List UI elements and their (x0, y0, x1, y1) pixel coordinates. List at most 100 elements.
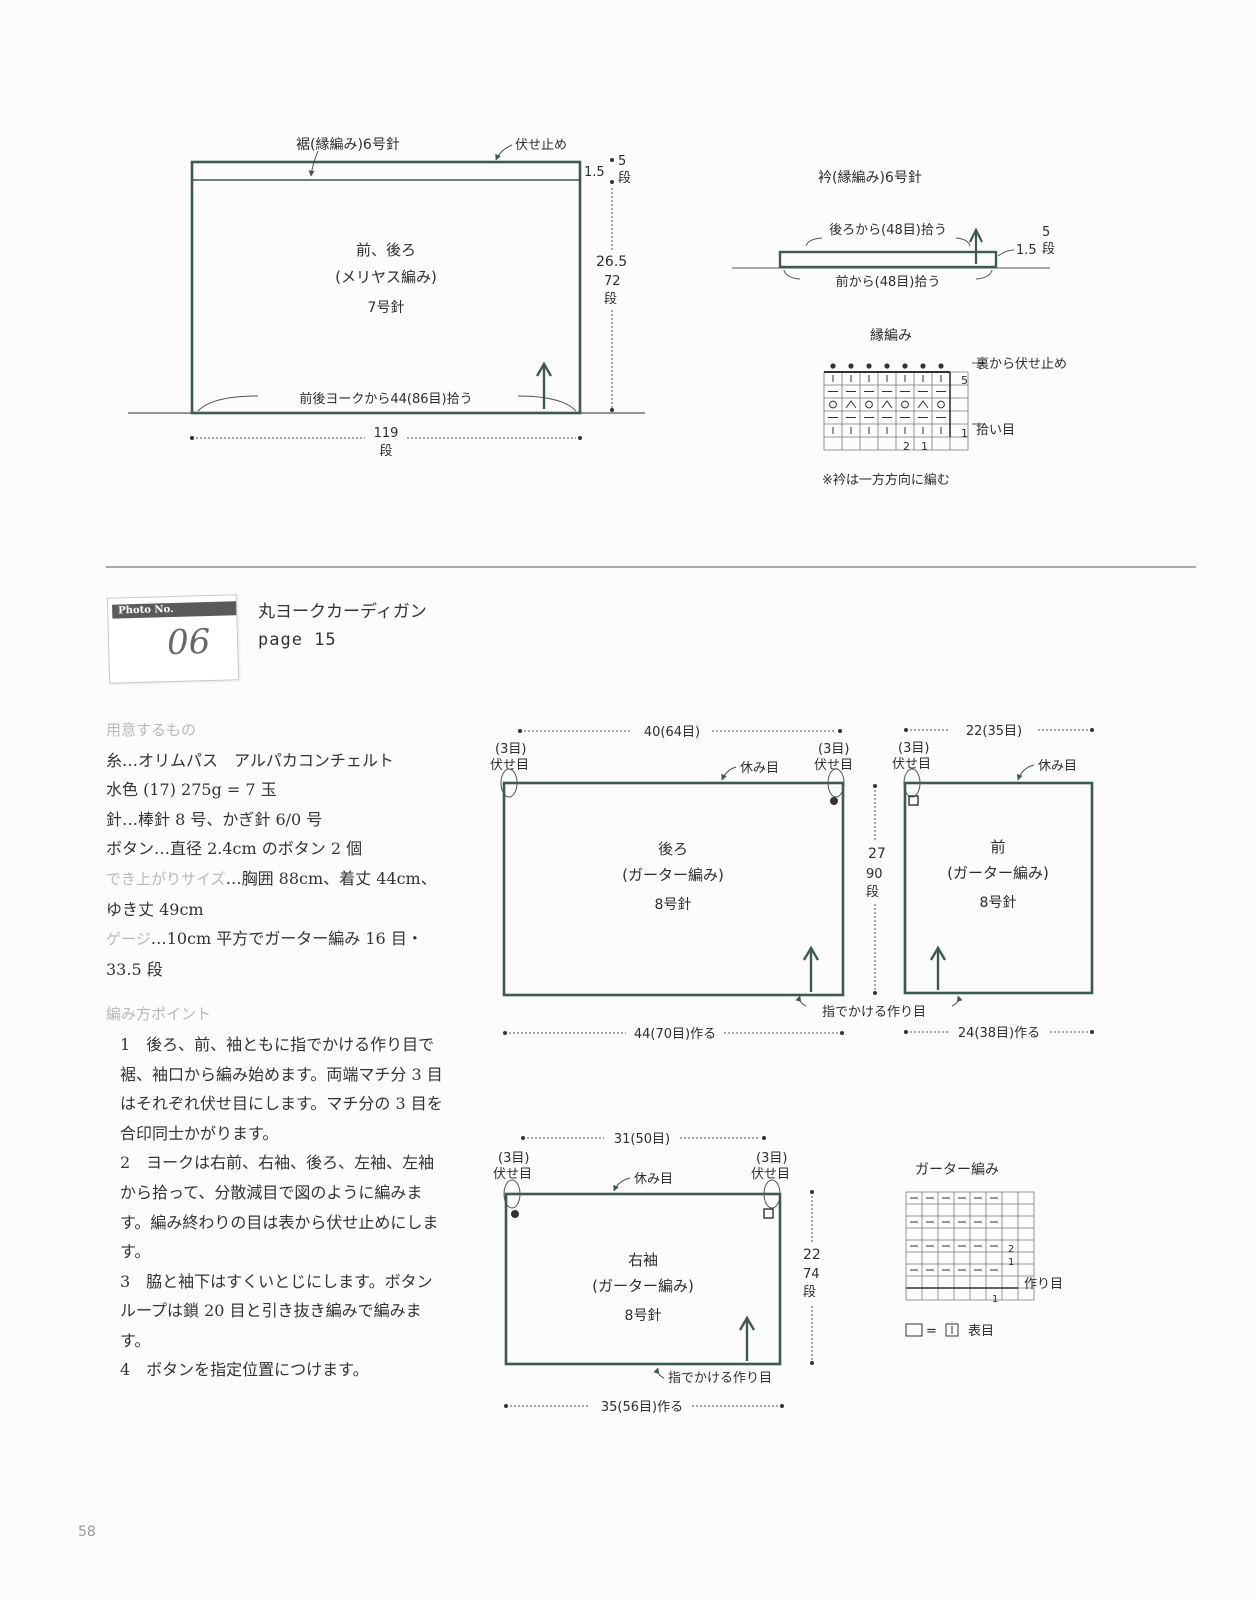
collar-pickup-back: 後ろから(48目)拾う (829, 223, 947, 238)
collar-rows: 5 (1042, 225, 1050, 240)
back-corner-left-count: (3目) (495, 742, 526, 757)
body-height-rows-unit: 段 (604, 292, 617, 307)
edge-pickup-note: 拾い目 (976, 423, 1015, 438)
page-reference: page 15 (258, 630, 337, 650)
back-bottom-width: 44(70目)作る (634, 1027, 716, 1042)
front-needle: 8号針 (980, 895, 1017, 911)
garter-stitch-chart: ガーター編み 2 1 1 作り目 = 表目 (905, 1162, 1063, 1339)
garter-chart-title: ガーター編み (915, 1162, 999, 1178)
front-corner-label: 伏せ目 (892, 757, 931, 772)
edge-bindoff-note: 裏から伏せ止め (976, 357, 1067, 372)
back-schematic: 40(64目) (3目) 伏せ目 (3目) 伏せ目 休み目 後ろ (ガーター編み… (490, 725, 963, 1042)
materials-color: 水色 (17) 275g = 7 玉 (106, 780, 277, 800)
pattern-title: 丸ヨークカーディガン (258, 602, 427, 622)
sleeve-corner-left-count: (3目) (498, 1151, 529, 1166)
body-width-rows-unit: 段 (379, 444, 392, 459)
page-number: 58 (78, 1524, 96, 1540)
collar-pickup-front: 前から(48目)拾う (836, 274, 941, 290)
materials-needles: 針…棒針 8 号、かぎ針 6/0 号 (106, 809, 323, 829)
sleeve-caston-label: 指でかける作り目 (668, 1371, 772, 1386)
body-border-rows-unit: 段 (618, 171, 631, 186)
garter-row-1: 1 (1008, 1257, 1014, 1268)
back-stitch: (ガーター編み) (622, 866, 724, 884)
back-corner-right-label: 伏せ目 (814, 758, 853, 773)
points-heading: 編み方ポイント (106, 1005, 212, 1024)
front-bottom-width: 24(38目)作る (958, 1026, 1040, 1041)
materials-yarn: 糸…オリムパス アルパカコンチェルト (106, 750, 394, 770)
photo-number-card: Photo No. 06 (106, 594, 240, 684)
sleeve-needle: 8号針 (625, 1308, 662, 1324)
photo-label: Photo No. (112, 601, 237, 619)
garter-col-1: 1 (992, 1294, 998, 1305)
edge-col-1: 1 (921, 440, 928, 453)
back-corner-left-label: 伏せ目 (490, 758, 529, 773)
body-stitch: (メリヤス編み) (335, 268, 437, 286)
back-name: 後ろ (658, 840, 688, 858)
sleeve-rest-label: 休み目 (634, 1172, 673, 1187)
edge-col-2: 2 (903, 440, 910, 453)
sleeve-bottom-width: 35(56目)作る (601, 1400, 683, 1415)
edge-chart-grid (823, 362, 984, 451)
materials-heading: 用意するもの (106, 721, 197, 739)
front-name: 前 (990, 838, 1005, 856)
back-needle: 8号針 (655, 897, 692, 913)
finished-size: でき上がりサイズ…胸囲 88cm、着丈 44cm、ゆき丈 49cm (106, 864, 446, 924)
point-3: 3 脇と袖下はすくいとじにします。ボタンループは鎖 20 目と引き抜き編みで編み… (120, 1271, 433, 1350)
photo-number: 06 (166, 621, 211, 664)
garter-row-2: 2 (1008, 1244, 1014, 1255)
body-height: 26.5 (596, 254, 627, 270)
back-corner-right-count: (3目) (818, 742, 849, 757)
gauge-label: ゲージ (106, 930, 151, 949)
front-stitch: (ガーター編み) (947, 864, 1049, 882)
sleeve-corner-right-count: (3目) (756, 1151, 787, 1166)
edge-stitch-chart: 縁編み 裏から伏せ止め 5 拾い目 1 2 1 ※衿は一方方向に編む (822, 328, 1067, 488)
garter-caston-note: 作り目 (1024, 1277, 1063, 1292)
edge-chart-title: 縁編み (870, 328, 912, 344)
back-rest-label: 休み目 (740, 761, 779, 776)
edge-footnote: ※衿は一方方向に編む (822, 472, 950, 488)
garter-legend: 表目 (968, 1324, 994, 1339)
body-border-rows: 5 (618, 154, 626, 169)
front-top-width: 22(35目) (966, 724, 1022, 739)
materials-buttons: ボタン…直径 2.4cm のボタン 2 個 (106, 839, 363, 859)
back-height-rows-unit: 段 (866, 885, 879, 900)
sleeve-height: 22 (803, 1247, 821, 1263)
front-rest-label: 休み目 (1038, 759, 1077, 774)
front-corner-count: (3目) (898, 741, 929, 756)
svg-text:=: = (926, 1324, 937, 1339)
body-height-rows: 72 (604, 274, 621, 289)
sleeve-name: 右袖 (628, 1251, 658, 1269)
sleeve-top-width: 31(50目) (614, 1132, 670, 1147)
body-border-dim: 1.5 (584, 165, 605, 180)
gauge-text: …10cm 平方でガーター編み 16 目・33.5 段 (106, 929, 423, 979)
body-needle: 7号針 (368, 300, 405, 316)
body-pickup-label: 前後ヨークから44(86目)拾う (299, 391, 472, 407)
back-height-rows: 90 (866, 867, 883, 882)
body-schematic: 裾(縁編み)6号針 伏せ止め 1.5 5 段 26.5 72 段 前、後ろ (メ… (128, 137, 645, 459)
collar-schematic: 衿(縁編み)6号針 後ろから(48目)拾う 前から(48目)拾う 1.5 5 段 (732, 170, 1055, 290)
front-schematic: 22(35目) (3目) 伏せ目 休み目 前 (ガーター編み) 8号針 24(3… (892, 724, 1094, 1041)
body-border-title: 裾(縁編み)6号針 (296, 137, 400, 153)
body-bindoff-label: 伏せ止め (515, 138, 567, 153)
sleeve-height-rows: 74 (803, 1267, 820, 1282)
instructions-text: 用意するもの 糸…オリムパス アルパカコンチェルト 水色 (17) 275g =… (106, 716, 446, 1385)
sleeve-corner-right-label: 伏せ目 (751, 1167, 790, 1182)
collar-rows-unit: 段 (1042, 242, 1055, 257)
back-top-width: 40(64目) (644, 725, 700, 740)
point-2: 2 ヨークは右前、右袖、後ろ、左袖、左袖から拾って、分散減目で図のように編みます… (120, 1153, 439, 1262)
point-1: 1 後ろ、前、袖ともに指でかける作り目で裾、袖口から編み始めます。両端マチ分 3… (120, 1034, 443, 1143)
back-height: 27 (868, 846, 886, 862)
collar-dim: 1.5 (1016, 243, 1037, 258)
sleeve-stitch: (ガーター編み) (592, 1277, 694, 1295)
size-text: …胸囲 88cm、着丈 44cm、ゆき丈 49cm (106, 868, 437, 919)
edge-row-5: 5 (961, 374, 968, 387)
size-label: でき上がりサイズ (106, 869, 226, 888)
sleeve-corner-left-label: 伏せ目 (493, 1167, 532, 1182)
gauge: ゲージ…10cm 平方でガーター編み 16 目・33.5 段 (106, 924, 446, 984)
garter-chart-grid (905, 1191, 1035, 1301)
sleeve-schematic: 31(50目) (3目) 伏せ目 (3目) 伏せ目 休み目 右袖 (ガーター編み… (493, 1132, 821, 1415)
body-name: 前、後ろ (356, 241, 416, 259)
sleeve-height-rows-unit: 段 (803, 1285, 816, 1300)
collar-title: 衿(縁編み)6号針 (818, 170, 922, 186)
